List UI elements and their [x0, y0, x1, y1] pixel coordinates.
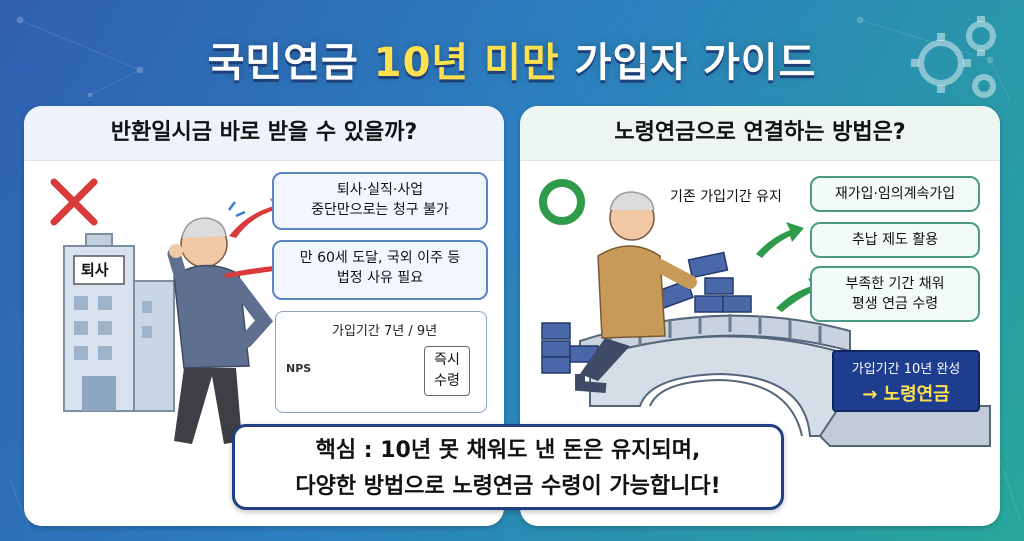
left-panel-heading: 반환일시금 바로 받을 수 있을까? — [24, 106, 504, 161]
right-bubble-2: 추납 제도 활용 — [810, 222, 980, 258]
building-sign: 퇴사 — [81, 261, 109, 279]
red-arrow-icon — [224, 198, 289, 278]
working-man — [575, 191, 697, 393]
summary-line-1: 핵심 : 10년 못 채워도 낸 돈은 유지되며, — [315, 438, 701, 463]
page-title: 국민연금 10년 미만 가입자 가이드 — [207, 40, 817, 86]
right-panel-heading: 노령연금으로 연결하는 방법은? — [520, 106, 1000, 161]
nps-logo: NPS — [286, 362, 312, 375]
worried-man — [167, 201, 274, 444]
summary-box: 핵심 : 10년 못 채워도 낸 돈은 유지되며, 다양한 방법으로 노령연금 … — [232, 424, 784, 510]
wrong-x-icon — [50, 178, 98, 226]
nps-note: 즉시 수령 — [424, 346, 470, 396]
nps-illustration-box: 가입기간 7년 / 9년 NPS 즉시 수령 — [275, 311, 487, 413]
nps-period-label: 가입기간 7년 / 9년 — [332, 324, 438, 339]
right-bubble-1: 재가입·임의계속가입 — [810, 176, 980, 212]
existing-period-label: 기존 가입기간 유지 — [670, 189, 782, 205]
right-bubble-3: 부족한 기간 채워 평생 연금 수령 — [810, 266, 980, 322]
stone-bridge — [579, 314, 991, 447]
building-blocks — [541, 251, 752, 374]
result-box: 가입기간 10년 완성 → 노령연금 — [832, 350, 980, 412]
right-panel: 노령연금으로 연결하는 방법은? — [520, 106, 1000, 526]
office-building — [63, 233, 175, 412]
title-highlight: 10년 미만 — [373, 40, 560, 86]
summary-line-2: 다양한 방법으로 노령연금 수령이 가능합니다! — [295, 474, 721, 499]
gear-icon — [911, 16, 996, 98]
right-illustration — [539, 179, 991, 447]
left-bubble-1: 퇴사·실직·사업 중단만으로는 청구 불가 — [272, 172, 488, 230]
ok-circle-icon — [539, 179, 585, 225]
left-bubble-2: 만 60세 도달, 국외 이주 등 법정 사유 필요 — [272, 240, 488, 300]
